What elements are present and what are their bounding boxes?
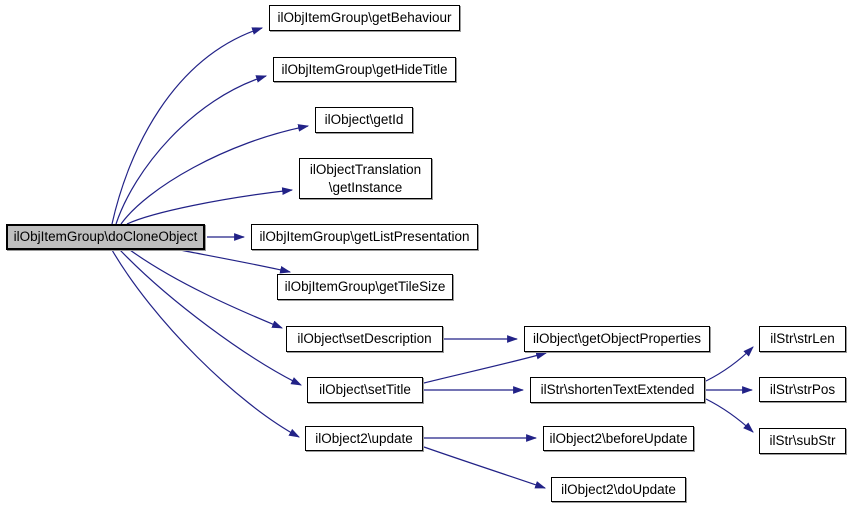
node-label: ilObject\getObjectProperties [532, 331, 702, 347]
node-label: ilObjItemGroup\doCloneObject [13, 229, 198, 245]
node-strLen[interactable]: ilStr\strLen [759, 326, 846, 352]
node-shortenTextExtended[interactable]: ilStr\shortenTextExtended [530, 377, 705, 403]
node-doUpdate[interactable]: ilObject2\doUpdate [551, 477, 686, 502]
node-label: ilObject\setDescription [297, 331, 432, 347]
node-label: ilStr\subStr [769, 433, 836, 449]
node-doCloneObject: ilObjItemGroup\doCloneObject [6, 224, 205, 250]
edge-doCloneObject-getBehaviour [111, 27, 264, 225]
node-label: ilObject2\beforeUpdate [549, 430, 688, 446]
edge-doCloneObject-setDescription [129, 249, 284, 329]
node-getTileSize[interactable]: ilObjItemGroup\getTileSize [277, 274, 453, 300]
edge-doCloneObject-getInstance [126, 187, 294, 225]
node-getBehaviour[interactable]: ilObjItemGroup\getBehaviour [269, 5, 460, 31]
node-label: ilObject2\update [315, 430, 413, 446]
node-getInstance[interactable]: ilObjectTranslation \getInstance [299, 158, 432, 199]
node-label: ilObject\getId [324, 112, 404, 128]
edge-doCloneObject-setTitle [119, 249, 302, 386]
node-label: ilObjItemGroup\getBehaviour [277, 10, 452, 26]
node-getId[interactable]: ilObject\getId [315, 107, 413, 133]
node-label: ilObjItemGroup\getTileSize [284, 279, 446, 295]
node-label: ilStr\strPos [769, 381, 836, 397]
node-setTitle[interactable]: ilObject\setTitle [307, 377, 423, 403]
node-label: ilObjItemGroup\getHideTitle [281, 61, 448, 77]
node-label: ilStr\strLen [770, 331, 835, 347]
node-beforeUpdate[interactable]: ilObject2\beforeUpdate [543, 426, 694, 451]
edge-update-doUpdate [423, 446, 547, 489]
edge-doCloneObject-getId [120, 124, 310, 225]
edge-doCloneObject-getHideTitle [115, 75, 268, 225]
node-label: ilObjectTranslation \getInstance [309, 161, 422, 195]
edge-doCloneObject-getTileSize [179, 249, 292, 274]
node-getHideTitle[interactable]: ilObjItemGroup\getHideTitle [273, 57, 456, 82]
node-getObjectProperties[interactable]: ilObject\getObjectProperties [524, 326, 710, 352]
edge-shortenTextExtended-subStr [705, 398, 754, 433]
node-update[interactable]: ilObject2\update [305, 426, 423, 451]
node-setDescription[interactable]: ilObject\setDescription [286, 326, 443, 352]
node-label: ilObject\setTitle [319, 382, 411, 398]
node-label: ilStr\shortenTextExtended [540, 382, 695, 398]
edge-shortenTextExtended-strLen [705, 346, 754, 382]
node-label: ilObjItemGroup\getListPresentation [259, 229, 470, 245]
node-strPos[interactable]: ilStr\strPos [759, 377, 846, 402]
node-label: ilObject2\doUpdate [561, 481, 676, 497]
node-getListPresentation[interactable]: ilObjItemGroup\getListPresentation [251, 224, 478, 250]
edge-setTitle-getObjectProperties [423, 351, 548, 384]
node-subStr[interactable]: ilStr\subStr [759, 428, 846, 454]
edge-doCloneObject-update [111, 249, 300, 438]
